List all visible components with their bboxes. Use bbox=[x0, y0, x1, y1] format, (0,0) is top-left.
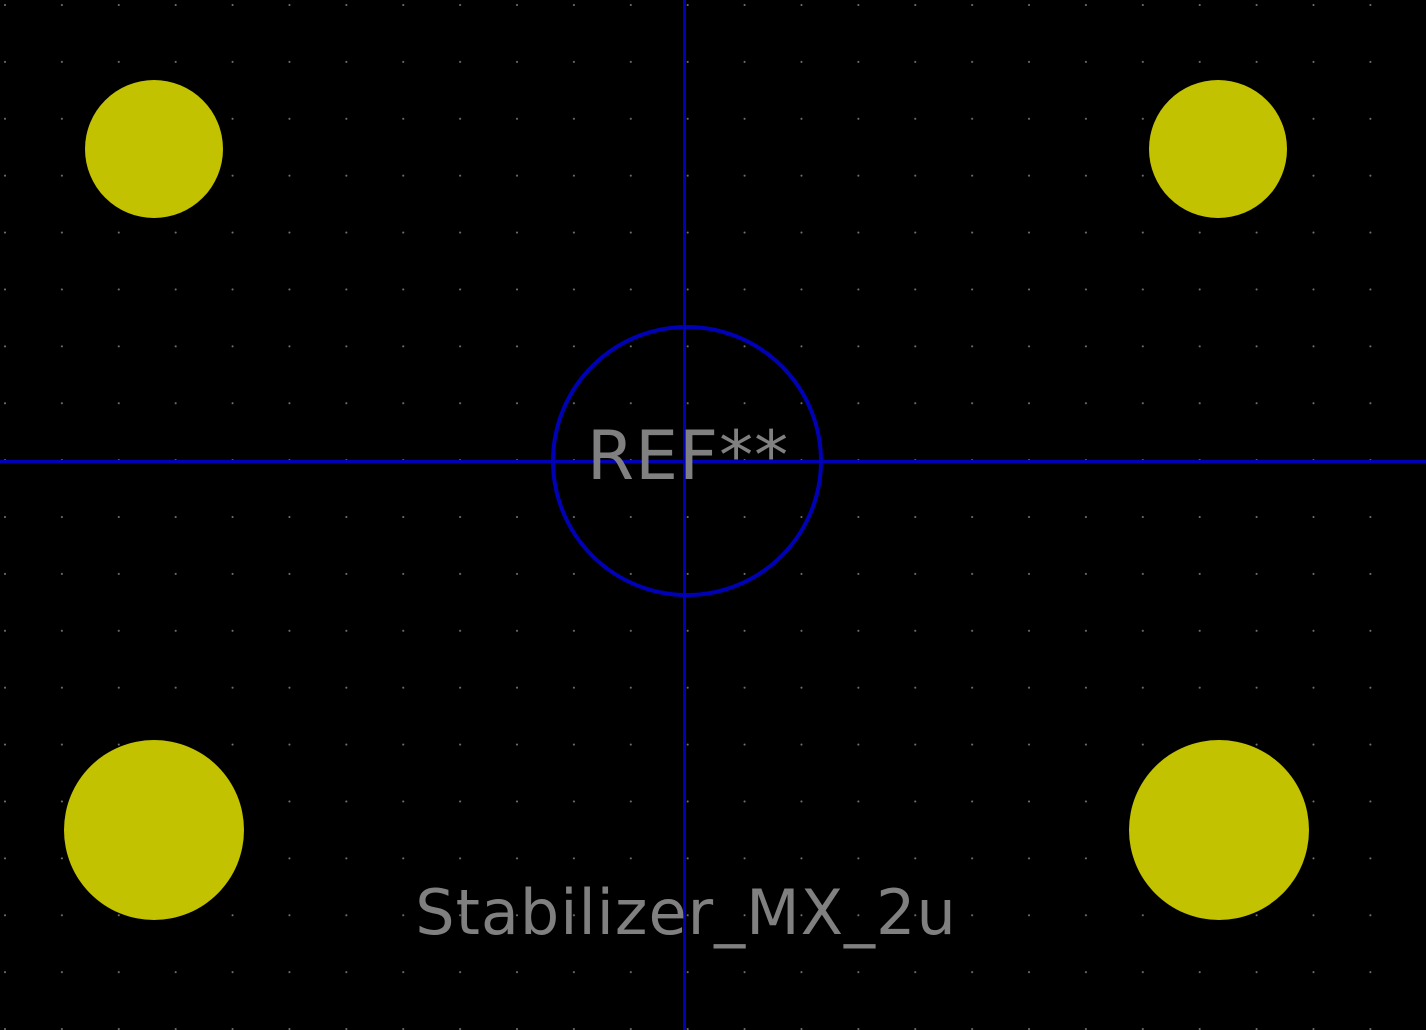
pad-bottom-right[interactable] bbox=[1129, 740, 1309, 920]
reference-designator-text[interactable]: REF** bbox=[586, 417, 790, 496]
courtyard-circle[interactable] bbox=[551, 325, 823, 597]
footprint-value-text[interactable]: Stabilizer_MX_2u bbox=[415, 876, 957, 949]
pad-top-left[interactable] bbox=[85, 80, 223, 218]
pad-bottom-left[interactable] bbox=[64, 740, 244, 920]
pad-top-right[interactable] bbox=[1149, 80, 1287, 218]
